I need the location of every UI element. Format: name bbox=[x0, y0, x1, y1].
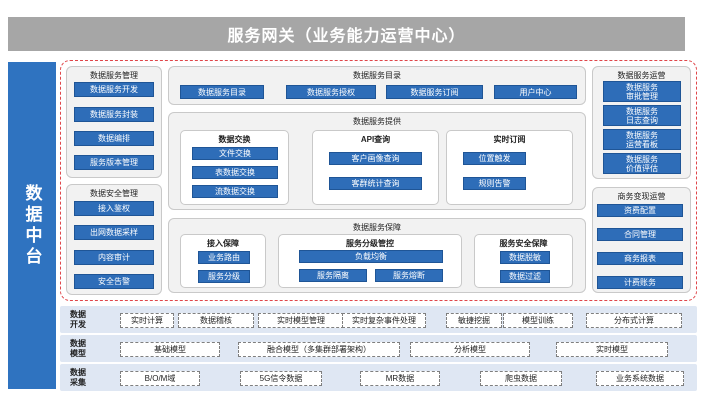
row-data-model: 数据 模型 基础模型 融合模型（多集群部署架构） 分析模型 实时模型 bbox=[60, 335, 697, 362]
guarantee-panel: 数据服务保障 接入保障 业务路由 服务分级 服务分级管控 负载均衡 服务隔离 服… bbox=[168, 218, 586, 293]
biz-item-billing[interactable]: 计费账务 bbox=[597, 276, 683, 289]
biz-item-report[interactable]: 商务报表 bbox=[597, 252, 683, 265]
api-item-profile[interactable]: 客户画像查询 bbox=[329, 152, 422, 165]
mgmt-item-version[interactable]: 服务版本管理 bbox=[74, 155, 154, 170]
chip-biz-system-data: 业务系统数据 bbox=[596, 371, 684, 386]
control-item-isolate[interactable]: 服务隔离 bbox=[299, 269, 367, 282]
biz-title: 商务变现运营 bbox=[617, 192, 666, 201]
mgmt-item-orchestrate[interactable]: 数据编排 bbox=[74, 131, 154, 146]
subscribe-item-rule[interactable]: 规则告警 bbox=[463, 177, 526, 190]
api-item-stats[interactable]: 客群统计查询 bbox=[329, 177, 422, 190]
control-group: 服务分级管控 负载均衡 服务隔离 服务熔断 bbox=[278, 234, 462, 288]
catalog-item-directory[interactable]: 数据服务目录 bbox=[180, 85, 264, 99]
safety-item-mask[interactable]: 数据脱敏 bbox=[500, 251, 550, 264]
ops-item-dashboard[interactable]: 数据服务 运营看板 bbox=[603, 129, 681, 150]
page-title: 服务网关（业务能力运营中心） bbox=[8, 17, 685, 51]
ops-title: 数据服务运营 bbox=[617, 71, 666, 80]
safety-item-filter[interactable]: 数据过滤 bbox=[500, 270, 550, 283]
mgmt-item-wrap[interactable]: 数据服务封装 bbox=[74, 107, 154, 122]
chip-agile-mining: 敏捷挖掘 bbox=[446, 313, 502, 328]
guarantee-title: 数据服务保障 bbox=[353, 223, 401, 232]
safety-group: 服务安全保障 数据脱敏 数据过滤 bbox=[474, 234, 573, 288]
chip-mr-data: MR数据 bbox=[360, 371, 440, 386]
access-title: 接入保障 bbox=[207, 239, 239, 248]
side-label: 数据中台 bbox=[8, 62, 56, 389]
access-group: 接入保障 业务路由 服务分级 bbox=[180, 234, 266, 288]
row-label-dev: 数据 开发 bbox=[70, 310, 86, 329]
ops-item-value[interactable]: 数据服务 价值评估 bbox=[603, 153, 681, 174]
exchange-item-table[interactable]: 表数据交换 bbox=[192, 166, 278, 179]
chip-complex-event: 实时复杂事件处理 bbox=[342, 313, 426, 328]
service-mgmt-title: 数据服务管理 bbox=[90, 71, 138, 80]
biz-panel: 商务变现运营 资费配置 合同管理 商务报表 计费账务 bbox=[592, 187, 691, 293]
subscribe-title: 实时订阅 bbox=[493, 135, 526, 144]
security-mgmt-title: 数据安全管理 bbox=[90, 189, 138, 198]
mgmt-item-dev[interactable]: 数据服务开发 bbox=[74, 82, 154, 97]
safety-title: 服务安全保障 bbox=[499, 239, 548, 248]
access-item-level[interactable]: 服务分级 bbox=[198, 270, 250, 283]
row-data-collect: 数据 采集 B/O/M域 5G信令数据 MR数据 爬虫数据 业务系统数据 bbox=[60, 364, 697, 391]
service-mgmt-panel: 数据服务管理 数据服务开发 数据服务封装 数据编排 服务版本管理 bbox=[66, 66, 162, 178]
chip-realtime-model: 实时模型 bbox=[556, 342, 668, 357]
biz-item-tariff[interactable]: 资费配置 bbox=[597, 204, 683, 217]
chip-realtime-model-mgmt: 实时模型管理 bbox=[258, 313, 344, 328]
access-item-routing[interactable]: 业务路由 bbox=[198, 251, 250, 264]
chip-base-model: 基础模型 bbox=[120, 342, 220, 357]
security-mgmt-panel: 数据安全管理 接入鉴权 出网数据采样 内容审计 安全告警 bbox=[66, 184, 162, 295]
provide-title: 数据服务提供 bbox=[353, 117, 401, 126]
row-label-collect: 数据 采集 bbox=[70, 368, 86, 387]
data-service-region bbox=[60, 60, 697, 301]
api-title: API查询 bbox=[360, 135, 391, 144]
chip-realtime-compute: 实时计算 bbox=[120, 313, 174, 328]
security-item-auth[interactable]: 接入鉴权 bbox=[74, 201, 154, 216]
catalog-item-authorize[interactable]: 数据服务授权 bbox=[286, 85, 376, 99]
biz-item-contract[interactable]: 合同管理 bbox=[597, 228, 683, 241]
row-data-dev: 数据 开发 实时计算 数据稽核 实时模型管理 实时复杂事件处理 敏捷挖掘 模型训… bbox=[60, 306, 697, 333]
catalog-title: 数据服务目录 bbox=[353, 71, 401, 80]
chip-bom-domain: B/O/M域 bbox=[120, 371, 200, 386]
api-group: API查询 客户画像查询 客群统计查询 bbox=[312, 130, 439, 205]
subscribe-group: 实时订阅 位置触发 规则告警 bbox=[446, 130, 573, 205]
control-item-fuse[interactable]: 服务熔断 bbox=[375, 269, 443, 282]
catalog-item-user-center[interactable]: 用户中心 bbox=[494, 85, 577, 99]
catalog-panel: 数据服务目录 数据服务目录 数据服务授权 数据服务订阅 用户中心 bbox=[168, 66, 586, 105]
ops-item-approval[interactable]: 数据服务 审批管理 bbox=[603, 81, 681, 102]
chip-5g-signal: 5G信令数据 bbox=[240, 371, 322, 386]
chip-fusion-model: 融合模型（多集群部署架构） bbox=[238, 342, 400, 357]
chip-model-training: 模型训练 bbox=[503, 313, 573, 328]
control-item-balance[interactable]: 负载均衡 bbox=[299, 250, 443, 263]
security-item-audit[interactable]: 内容审计 bbox=[74, 250, 154, 265]
exchange-title: 数据交换 bbox=[218, 135, 251, 144]
security-item-sampling[interactable]: 出网数据采样 bbox=[74, 225, 154, 240]
control-title: 服务分级管控 bbox=[346, 239, 394, 248]
chip-distributed-compute: 分布式计算 bbox=[586, 313, 682, 328]
ops-panel: 数据服务运营 数据服务 审批管理 数据服务 日志查询 数据服务 运营看板 数据服… bbox=[592, 66, 691, 179]
chip-analysis-model: 分析模型 bbox=[410, 342, 530, 357]
ops-item-log[interactable]: 数据服务 日志查询 bbox=[603, 105, 681, 126]
chip-data-audit: 数据稽核 bbox=[178, 313, 254, 328]
exchange-item-file[interactable]: 文件交换 bbox=[192, 147, 278, 160]
row-label-model: 数据 模型 bbox=[70, 339, 86, 358]
catalog-item-subscribe[interactable]: 数据服务订阅 bbox=[386, 85, 483, 99]
exchange-group: 数据交换 文件交换 表数据交换 流数据交换 bbox=[180, 130, 289, 205]
security-item-alarm[interactable]: 安全告警 bbox=[74, 274, 154, 289]
exchange-item-stream[interactable]: 流数据交换 bbox=[192, 185, 278, 198]
subscribe-item-location[interactable]: 位置触发 bbox=[463, 152, 526, 165]
provide-panel: 数据服务提供 数据交换 文件交换 表数据交换 流数据交换 API查询 客户画像查… bbox=[168, 112, 586, 210]
chip-crawler-data: 爬虫数据 bbox=[480, 371, 562, 386]
